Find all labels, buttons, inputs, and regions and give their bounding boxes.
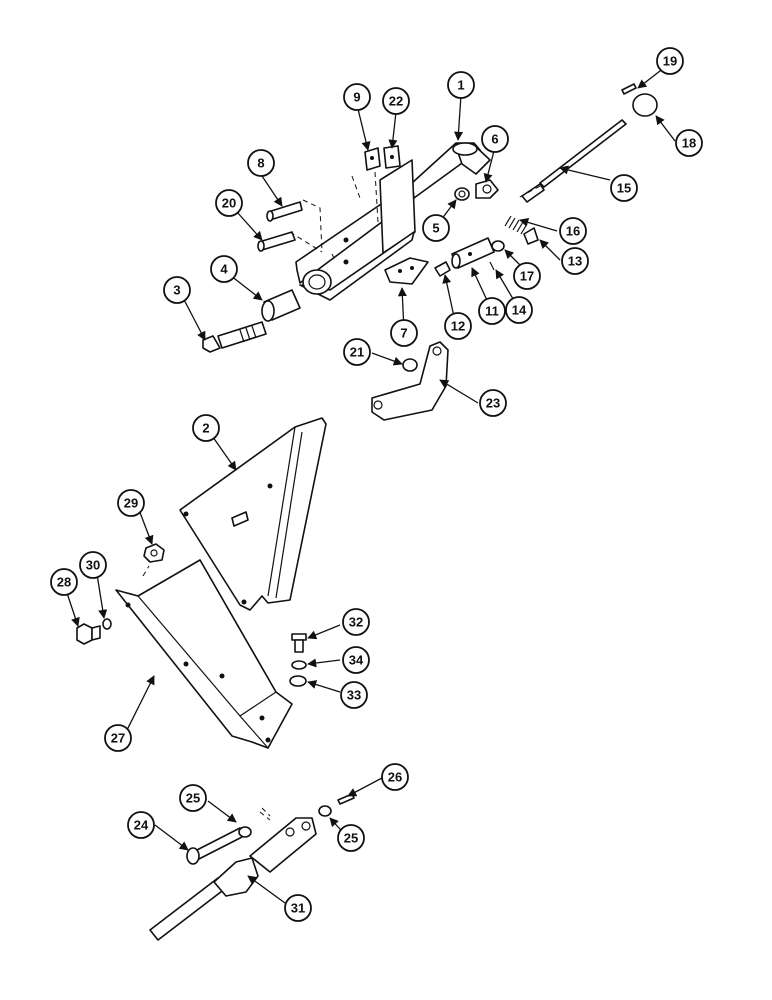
callout-13: 13 bbox=[561, 247, 589, 275]
callout-12: 12 bbox=[444, 312, 472, 340]
leader-lines bbox=[63, 63, 676, 904]
svg-text:30: 30 bbox=[86, 558, 100, 573]
rod-assembly bbox=[491, 119, 627, 252]
svg-text:21: 21 bbox=[350, 345, 364, 360]
cable-assembly bbox=[149, 793, 355, 941]
pivot-plate bbox=[371, 341, 449, 421]
svg-text:28: 28 bbox=[57, 575, 71, 590]
callout-1: 1 bbox=[447, 71, 475, 99]
svg-text:9: 9 bbox=[353, 90, 360, 105]
callout-24: 24 bbox=[127, 811, 155, 839]
callout-34: 34 bbox=[342, 646, 370, 674]
svg-text:19: 19 bbox=[663, 54, 677, 69]
svg-text:31: 31 bbox=[291, 901, 305, 916]
callout-33: 33 bbox=[340, 681, 368, 709]
pins bbox=[257, 201, 303, 252]
bolt-and-bushing bbox=[202, 289, 301, 353]
callout-14: 14 bbox=[505, 296, 533, 324]
callout-15: 15 bbox=[610, 174, 638, 202]
callout-29: 29 bbox=[117, 489, 145, 517]
callout-32: 32 bbox=[342, 608, 370, 636]
svg-text:26: 26 bbox=[388, 770, 402, 785]
lower-bracket bbox=[115, 559, 293, 749]
lever-arm bbox=[295, 142, 491, 301]
svg-text:29: 29 bbox=[124, 496, 138, 511]
callout-19: 19 bbox=[656, 47, 684, 75]
callout-labels: 1 2 3 4 5 6 7 8 9 11 12 13 14 15 16 17 1… bbox=[50, 47, 703, 922]
svg-text:25: 25 bbox=[344, 831, 358, 846]
clip-parts bbox=[364, 145, 401, 171]
svg-text:20: 20 bbox=[222, 196, 236, 211]
callout-7: 7 bbox=[390, 319, 418, 347]
knob-and-pin bbox=[621, 83, 658, 117]
svg-text:25: 25 bbox=[186, 791, 200, 806]
svg-text:22: 22 bbox=[389, 94, 403, 109]
svg-text:3: 3 bbox=[173, 283, 180, 298]
svg-text:13: 13 bbox=[568, 254, 582, 269]
svg-text:5: 5 bbox=[432, 221, 439, 236]
svg-text:34: 34 bbox=[349, 653, 364, 668]
svg-text:16: 16 bbox=[566, 224, 580, 239]
svg-text:18: 18 bbox=[682, 136, 696, 151]
callout-20: 20 bbox=[215, 189, 243, 217]
svg-text:6: 6 bbox=[491, 132, 498, 147]
callout-27: 27 bbox=[104, 724, 132, 752]
svg-text:33: 33 bbox=[347, 688, 361, 703]
svg-text:24: 24 bbox=[134, 818, 149, 833]
washer-and-nut bbox=[454, 179, 499, 201]
callout-26: 26 bbox=[381, 763, 409, 791]
callout-11: 11 bbox=[478, 297, 506, 325]
nut-29 bbox=[143, 543, 165, 563]
svg-text:12: 12 bbox=[451, 319, 465, 334]
callout-18: 18 bbox=[675, 129, 703, 157]
callout-9: 9 bbox=[343, 83, 371, 111]
callout-31: 31 bbox=[284, 894, 312, 922]
callout-3: 3 bbox=[163, 276, 191, 304]
svg-text:32: 32 bbox=[349, 615, 363, 630]
svg-text:7: 7 bbox=[400, 326, 407, 341]
callout-17: 17 bbox=[513, 262, 541, 290]
svg-text:27: 27 bbox=[111, 731, 125, 746]
svg-text:1: 1 bbox=[457, 78, 464, 93]
callout-8: 8 bbox=[247, 149, 275, 177]
callout-25-upper: 25 bbox=[179, 784, 207, 812]
small-bracket bbox=[384, 257, 429, 285]
callout-25-lower: 25 bbox=[337, 824, 365, 852]
svg-text:14: 14 bbox=[512, 303, 527, 318]
callout-21: 21 bbox=[343, 338, 371, 366]
svg-text:17: 17 bbox=[520, 269, 534, 284]
bolt-32-stack bbox=[289, 633, 307, 687]
svg-text:8: 8 bbox=[257, 156, 264, 171]
svg-text:15: 15 bbox=[617, 181, 631, 196]
svg-text:4: 4 bbox=[220, 262, 228, 277]
assembly-lines bbox=[142, 171, 541, 821]
linkage-parts bbox=[434, 237, 495, 277]
callout-30: 30 bbox=[79, 551, 107, 579]
callout-2: 2 bbox=[192, 414, 220, 442]
parts-artwork bbox=[76, 83, 658, 941]
svg-text:11: 11 bbox=[485, 304, 499, 319]
callout-4: 4 bbox=[210, 255, 238, 283]
callout-28: 28 bbox=[50, 568, 78, 596]
svg-text:2: 2 bbox=[202, 421, 209, 436]
callout-6: 6 bbox=[481, 125, 509, 153]
callout-16: 16 bbox=[559, 217, 587, 245]
triangular-bracket bbox=[179, 417, 327, 611]
svg-text:23: 23 bbox=[486, 396, 500, 411]
callout-22: 22 bbox=[382, 87, 410, 115]
callout-5: 5 bbox=[422, 214, 450, 242]
bolt-28-and-washer bbox=[76, 618, 112, 645]
callout-23: 23 bbox=[479, 389, 507, 417]
